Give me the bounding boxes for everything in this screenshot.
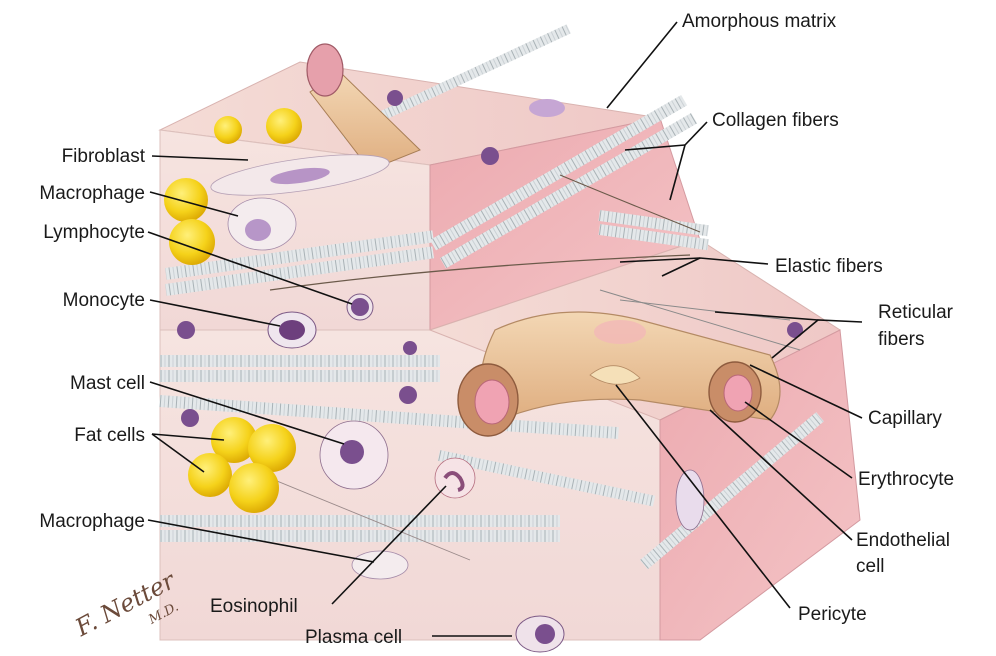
label-lymphocyte: Lymphocyte	[43, 222, 145, 243]
collagen-fiber	[160, 355, 440, 367]
leader-amorphous-matrix	[607, 22, 677, 108]
label-fat-cells: Fat cells	[74, 425, 145, 446]
cell-nucleus	[529, 99, 565, 117]
fat-cell	[229, 463, 279, 513]
label-monocyte: Monocyte	[63, 290, 145, 311]
collagen-fiber	[160, 370, 440, 382]
plasma-cell-nucleus	[535, 624, 555, 644]
macrophage-nucleus	[245, 219, 271, 241]
cell-nucleus	[481, 147, 499, 165]
cell-nucleus	[177, 321, 195, 339]
cell-nucleus	[399, 386, 417, 404]
label-macrophage-top: Macrophage	[39, 183, 145, 204]
fat-cell	[266, 108, 302, 144]
label-pericyte: Pericyte	[798, 604, 867, 625]
fat-cell	[214, 116, 242, 144]
label-erythrocyte: Erythrocyte	[858, 469, 954, 490]
monocyte-nucleus	[279, 320, 305, 340]
cell-nucleus	[387, 90, 403, 106]
label-capillary: Capillary	[868, 408, 942, 429]
label-mast-cell: Mast cell	[70, 373, 145, 394]
label-macrophage-bottom: Macrophage	[39, 511, 145, 532]
label-endothelial-cell-line1: Endothelial	[856, 530, 950, 551]
lymphocyte-nucleus	[351, 298, 369, 316]
label-reticular-fibers-line1: Reticular	[878, 302, 954, 323]
label-fibroblast: Fibroblast	[62, 146, 146, 167]
label-eosinophil: Eosinophil	[210, 596, 298, 617]
label-amorphous-matrix: Amorphous matrix	[682, 11, 837, 32]
fat-cell	[188, 453, 232, 497]
collagen-fiber	[160, 530, 560, 542]
erythrocyte-in-lumen	[475, 380, 509, 424]
fat-cell	[164, 178, 208, 222]
erythrocyte-in-lumen	[724, 375, 752, 411]
cell-nucleus	[403, 341, 417, 355]
label-collagen-fibers: Collagen fibers	[712, 110, 839, 131]
collagen-fiber	[160, 515, 560, 527]
label-endothelial-cell-line2: cell	[856, 556, 885, 577]
label-elastic-fibers: Elastic fibers	[775, 256, 883, 277]
cell-nucleus	[787, 322, 803, 338]
endothelial-cell	[594, 320, 646, 344]
label-reticular-fibers-line2: fibers	[878, 329, 924, 350]
artist-signature: F. Netter M.D.	[70, 566, 190, 656]
capillary-lumen-top	[307, 44, 343, 96]
cell-nucleus	[181, 409, 199, 427]
label-plasma-cell: Plasma cell	[305, 627, 402, 648]
